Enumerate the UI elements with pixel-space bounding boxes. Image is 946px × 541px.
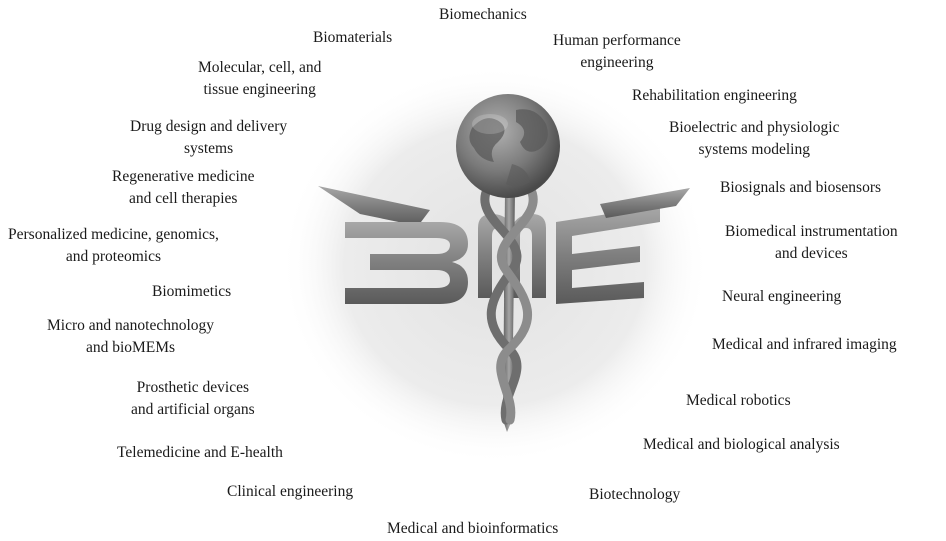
- topic-clinical: Clinical engineering: [227, 483, 354, 500]
- topic-imaging: Medical and infrared imaging: [712, 336, 897, 353]
- letter-e-shape: [556, 188, 690, 304]
- topic-biosignals: Biosignals and biosensors: [720, 179, 882, 196]
- letter-b-shape: [318, 186, 468, 304]
- topic-robotics: Medical robotics: [686, 392, 791, 409]
- topic-biomaterials: Biomaterials: [313, 29, 393, 46]
- topic-bioelectric: Bioelectric and physiologic systems mode…: [669, 119, 840, 158]
- topic-biological-analysis: Medical and biological analysis: [643, 436, 840, 453]
- topic-telemedicine: Telemedicine and E-health: [117, 444, 283, 461]
- topic-biotechnology: Biotechnology: [589, 486, 681, 503]
- topic-neural: Neural engineering: [722, 288, 842, 305]
- topic-regenerative: Regenerative medicine and cell therapies: [112, 168, 255, 207]
- topic-instrumentation: Biomedical instrumentation and devices: [725, 223, 898, 262]
- topic-personalized: Personalized medicine, genomics, and pro…: [8, 226, 219, 265]
- topic-drug-design: Drug design and delivery systems: [130, 118, 288, 157]
- topic-molecular-cell-tissue: Molecular, cell, and tissue engineering: [198, 59, 322, 98]
- topic-human-performance: Human performance engineering: [553, 32, 681, 71]
- topic-biomimetics: Biomimetics: [152, 283, 232, 300]
- topic-bioinformatics: Medical and bioinformatics: [387, 520, 559, 537]
- topic-micro-nano: Micro and nanotechnology and bioMEMs: [47, 317, 215, 356]
- topic-rehabilitation: Rehabilitation engineering: [632, 87, 797, 104]
- topic-biomechanics: Biomechanics: [439, 6, 527, 23]
- topic-prosthetic: Prosthetic devices and artificial organs: [131, 379, 255, 418]
